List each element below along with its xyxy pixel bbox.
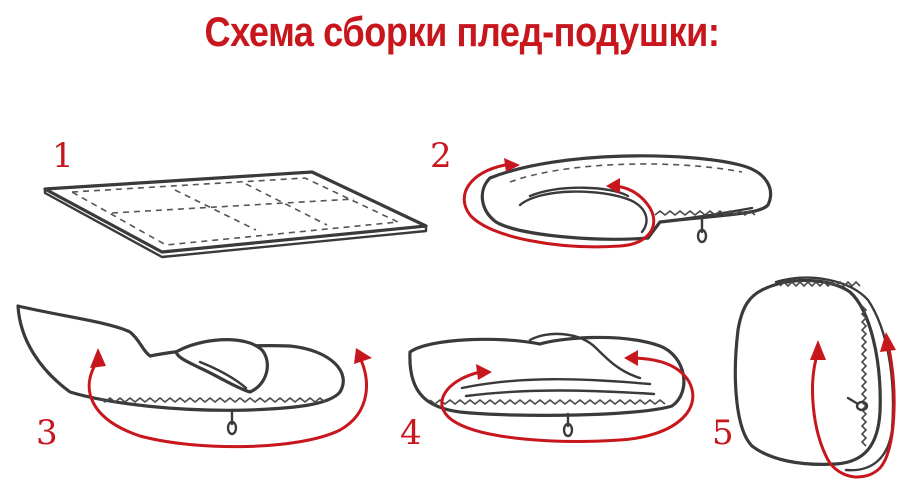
step-number-1: 1 <box>52 136 74 176</box>
step-number-4: 4 <box>400 413 422 453</box>
step-4: 4 <box>400 332 695 453</box>
folding-blanket-illustration <box>480 154 773 244</box>
step-3: 3 <box>16 304 372 453</box>
fold-arrow-2a <box>462 158 656 249</box>
step-number-5: 5 <box>712 413 734 453</box>
pocket-blanket-illustration <box>16 304 345 436</box>
step-1: 1 <box>43 136 428 259</box>
fold-arrow-4 <box>440 350 695 443</box>
fold-arrow-3 <box>87 348 372 449</box>
step-2: 2 <box>430 136 773 249</box>
step-number-2: 2 <box>430 136 452 176</box>
step-5: 5 <box>712 276 896 479</box>
step-number-3: 3 <box>36 413 58 453</box>
diagram-title: Схема сборки плед-подушки: <box>204 8 720 55</box>
fold-arrow-5 <box>810 332 896 479</box>
folded-blanket-illustration <box>408 332 686 438</box>
flat-blanket-illustration <box>43 170 428 259</box>
